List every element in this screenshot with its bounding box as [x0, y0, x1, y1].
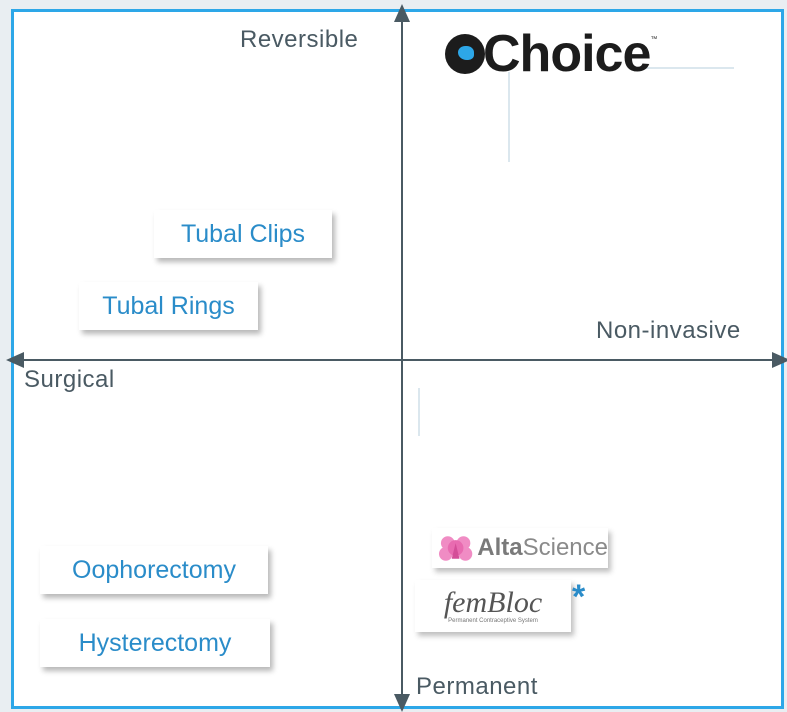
trademark-symbol: ™: [650, 36, 658, 43]
axis-label-permanent: Permanent: [416, 673, 538, 700]
decorative-line: [418, 388, 420, 436]
decorative-line: [508, 72, 510, 162]
altascience-text-science: Science: [522, 534, 608, 561]
box-tubal-clips: Tubal Clips: [154, 210, 332, 258]
axis-label-non-invasive: Non-invasive: [596, 317, 741, 344]
fembloc-tagline: Permanent Contraceptive System: [448, 618, 538, 624]
choice-logo-text: Choice: [483, 25, 651, 83]
axis-label-reversible: Reversible: [240, 26, 359, 53]
box-hysterectomy: Hysterectomy: [40, 619, 270, 667]
asterisk-mark: *: [572, 578, 586, 616]
decorative-line: [640, 67, 734, 69]
flower-icon: [438, 536, 473, 561]
axis-label-surgical: Surgical: [24, 366, 115, 393]
choice-logo: Choice ™: [445, 25, 658, 83]
fembloc-text: femBloc: [443, 586, 543, 619]
choice-logo-icon: [445, 34, 485, 74]
altascience-text-alta: Alta: [477, 534, 523, 561]
altascience-logo: Alta Science: [432, 528, 608, 568]
fembloc-logo: femBloc Permanent Contraceptive System: [415, 580, 571, 632]
box-oophorectomy: Oophorectomy: [40, 546, 268, 594]
box-tubal-rings: Tubal Rings: [79, 282, 258, 330]
